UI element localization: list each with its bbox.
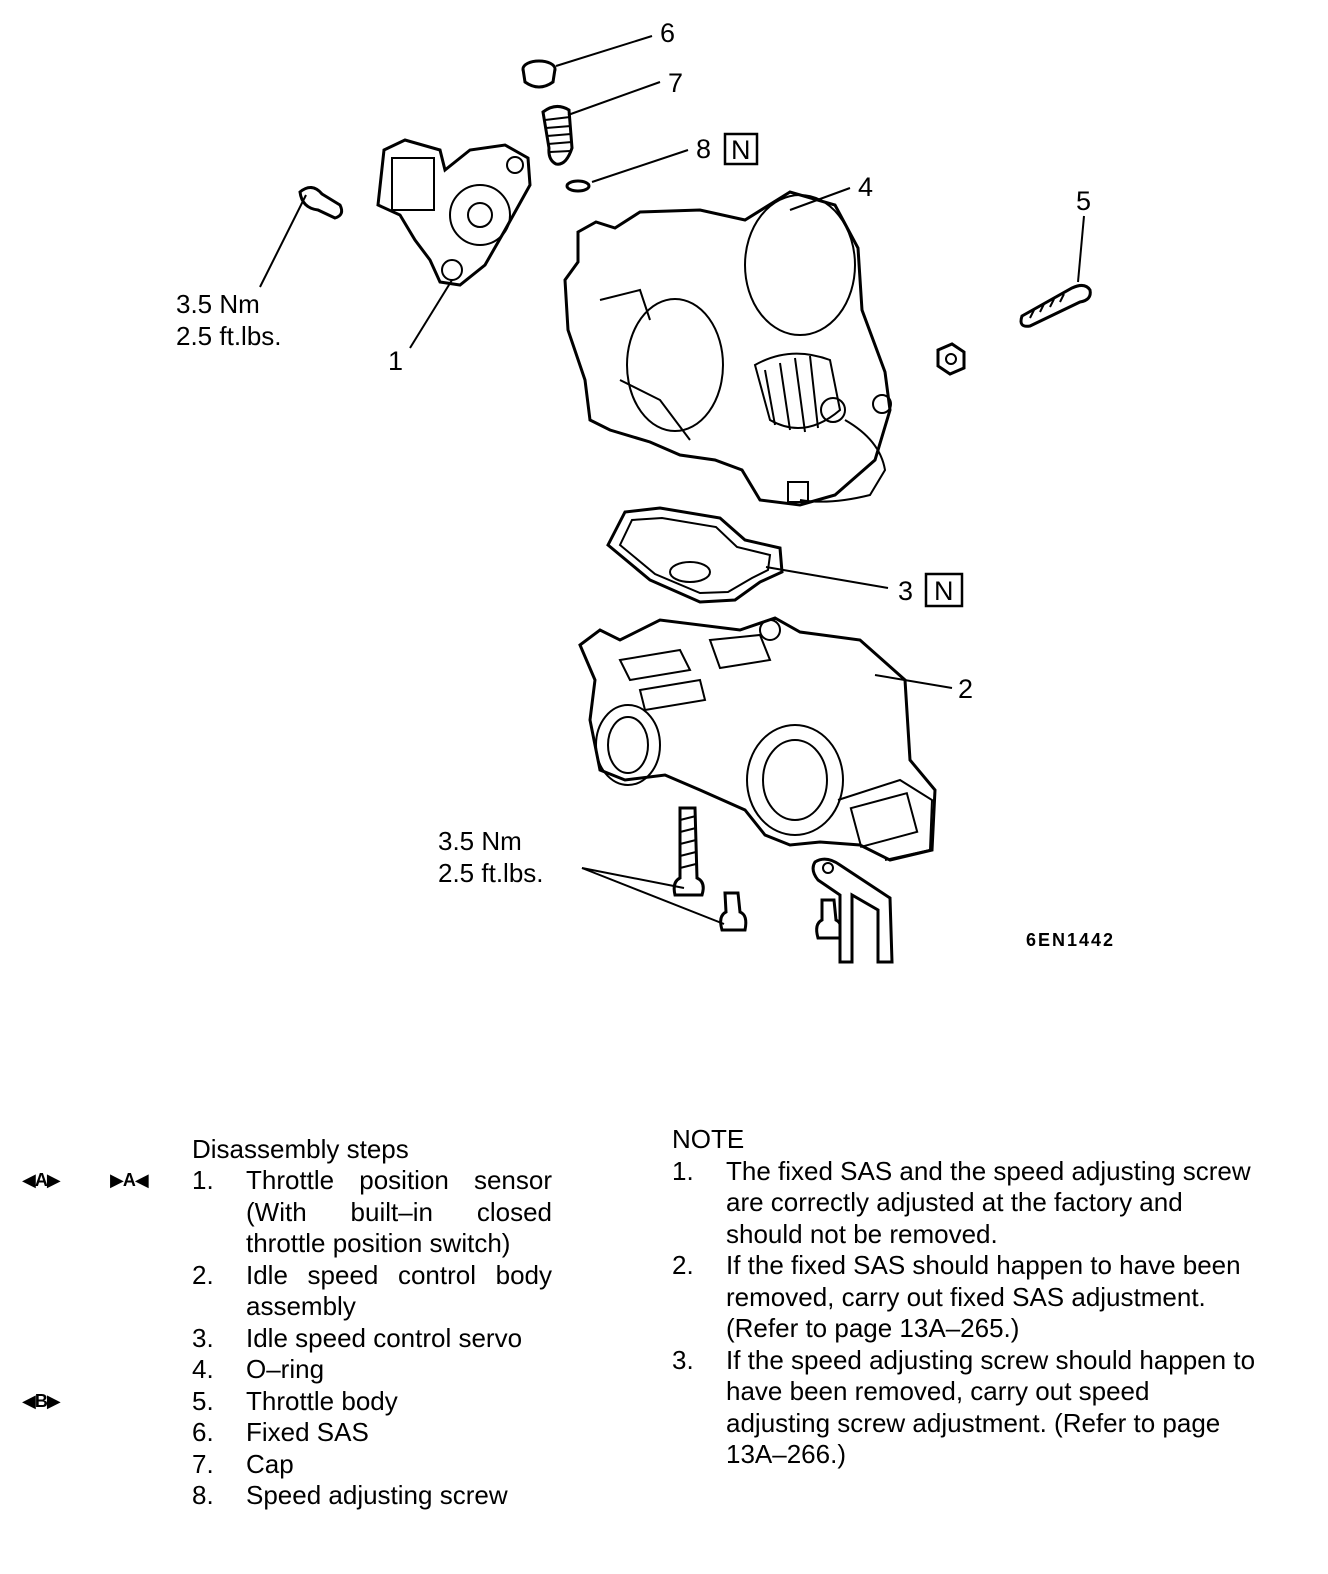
throttle-position-sensor-part <box>376 138 532 287</box>
callout-7: 7 <box>668 68 683 98</box>
fixed-sas-part <box>521 59 557 89</box>
note-item: 2. If the fixed SAS should happen to hav… <box>672 1250 1260 1345</box>
callout-1: 1 <box>388 346 403 376</box>
speed-adjusting-screw-part <box>565 179 591 193</box>
step-text: O–ring <box>246 1354 325 1384</box>
step-number: 6. <box>192 1417 214 1447</box>
step-text: Idle speed control servo <box>246 1322 523 1353</box>
step-text: Speed adjusting screw <box>246 1480 508 1510</box>
leader-lines <box>259 35 1085 925</box>
callout-6: 6 <box>660 18 675 48</box>
throttle-body-screw-part <box>1019 283 1092 328</box>
bracket-part <box>811 857 894 964</box>
exploded-view-diagram: 1 2 3 4 5 6 7 8 N N 3.5 Nm 2.5 ft.lbs. 3… <box>176 18 1115 964</box>
note-item: 3. If the speed adjusting screw should h… <box>672 1345 1260 1471</box>
step-item: 2. Idle speed control body assembly <box>0 1260 552 1323</box>
callout-2: 2 <box>958 674 973 704</box>
step-item: 4. O–ring <box>0 1354 552 1386</box>
svg-text:N: N <box>934 576 954 606</box>
torque-top-nm: 3.5 Nm <box>176 289 260 319</box>
notes-section: NOTE 1. The fixed SAS and the speed adju… <box>672 1124 1272 1471</box>
nut-part <box>936 342 966 376</box>
step-text: Cap <box>246 1448 294 1479</box>
note-text: If the speed adjusting screw should happ… <box>726 1344 1256 1470</box>
step-number: 4. <box>192 1354 214 1384</box>
notes-heading: NOTE <box>672 1124 745 1154</box>
step-item: ◀B▶ 5. Throttle body <box>0 1386 552 1418</box>
step-number: 5. <box>192 1385 214 1416</box>
step-number: 1. <box>192 1165 214 1195</box>
step-number: 8. <box>192 1480 214 1510</box>
step-item: 6. Fixed SAS <box>0 1417 552 1449</box>
svg-text:N: N <box>731 135 751 165</box>
callout-4: 4 <box>858 172 873 202</box>
figure-code: 6EN1442 <box>1026 930 1115 950</box>
step-item: 3. Idle speed control servo <box>0 1323 552 1355</box>
sensor-screw-part <box>298 186 344 220</box>
note-text: The fixed SAS and the speed adjusting sc… <box>726 1155 1251 1249</box>
step-text: Fixed SAS <box>246 1417 369 1447</box>
step-text: Throttle position sensor (With built–in … <box>246 1165 552 1258</box>
step-number: 2. <box>192 1259 214 1290</box>
torque-top-ftlbs: 2.5 ft.lbs. <box>176 321 282 351</box>
step-number: 7. <box>192 1448 214 1479</box>
torque-bottom-nm: 3.5 Nm <box>438 826 522 856</box>
step-text: Idle speed control body assembly <box>246 1259 552 1322</box>
callout-8: 8 <box>696 134 711 164</box>
step-item: 7. Cap <box>0 1449 552 1481</box>
step-text: Throttle body <box>246 1385 398 1416</box>
service-mark-a-install: ▶A◀ <box>110 1170 149 1190</box>
notes-list: 1. The fixed SAS and the speed adjusting… <box>672 1156 1272 1471</box>
disassembly-list: ◀A▶ ▶A◀ 1. Throttle position sensor (Wit… <box>0 1165 620 1512</box>
idle-speed-control-servo-part <box>606 506 784 604</box>
bottom-screws-part <box>672 806 843 940</box>
note-number: 3. <box>672 1344 694 1375</box>
idle-speed-control-body-part <box>578 616 937 862</box>
service-mark-a-removal: ◀A▶ <box>22 1170 61 1190</box>
service-mark-b-removal: ◀B▶ <box>22 1390 61 1411</box>
note-item: 1. The fixed SAS and the speed adjusting… <box>672 1156 1260 1251</box>
note-number: 2. <box>672 1250 694 1280</box>
step-number: 3. <box>192 1322 214 1353</box>
note-number: 1. <box>672 1155 694 1186</box>
new-part-badge-8: N <box>723 132 759 166</box>
step-item: ◀A▶ ▶A◀ 1. Throttle position sensor (Wit… <box>0 1165 552 1260</box>
callout-3: 3 <box>898 576 913 606</box>
callout-5: 5 <box>1076 186 1091 216</box>
step-item: 8. Speed adjusting screw <box>0 1480 552 1512</box>
note-text: If the fixed SAS should happen to have b… <box>726 1250 1241 1343</box>
cap-spring-part <box>541 105 574 166</box>
torque-bottom-ftlbs: 2.5 ft.lbs. <box>438 858 544 888</box>
new-part-badge-3: N <box>924 572 964 608</box>
throttle-body-part <box>563 190 892 507</box>
disassembly-heading: Disassembly steps <box>192 1134 409 1164</box>
